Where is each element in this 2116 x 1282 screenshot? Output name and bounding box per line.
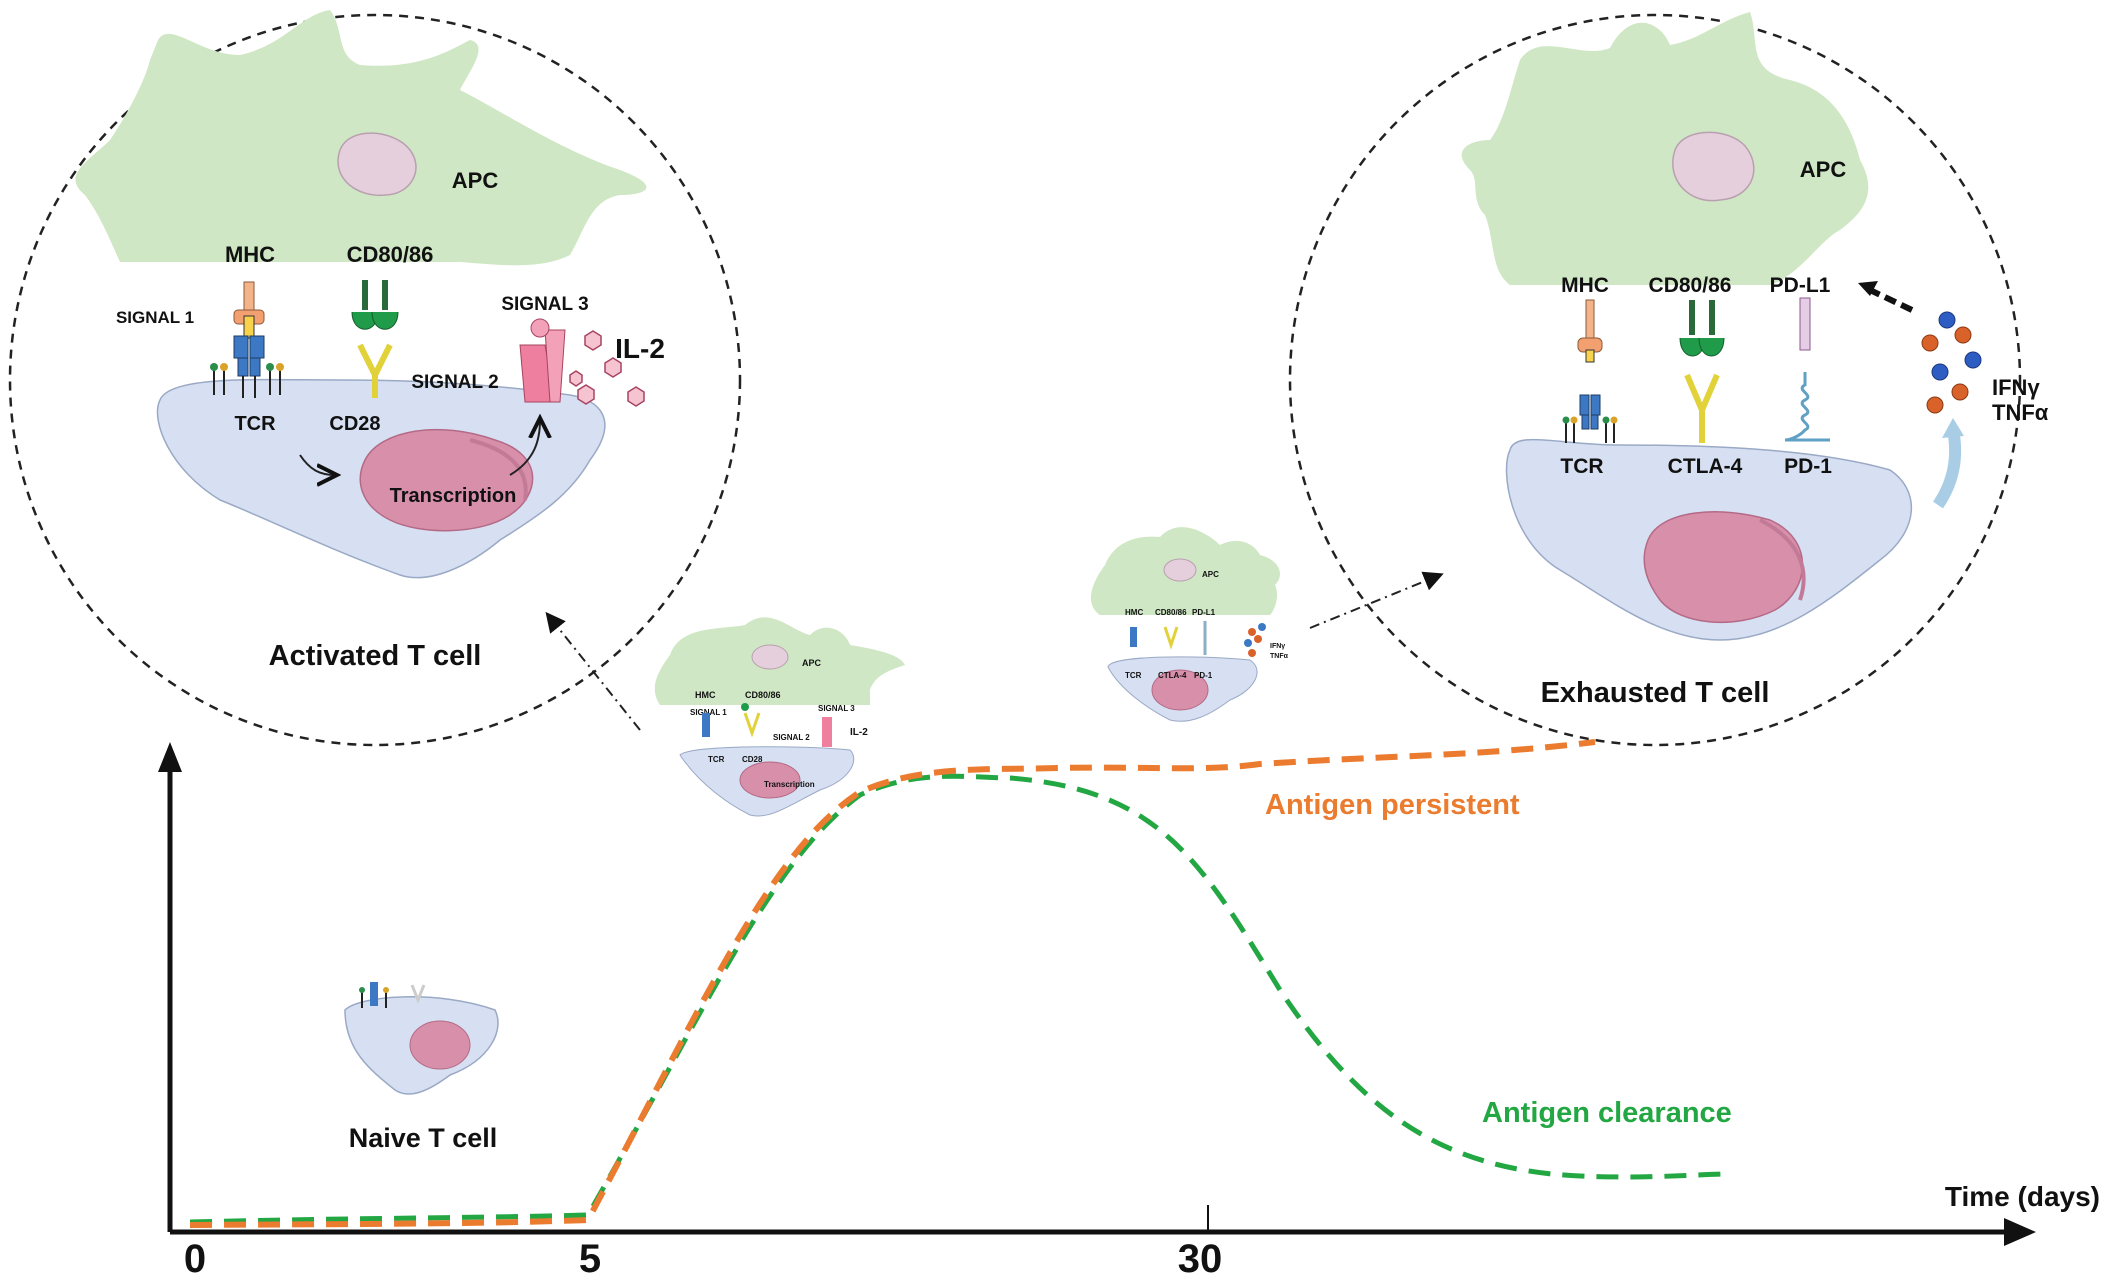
- exhausted-secretion-arrowhead: [1942, 418, 1964, 438]
- exhausted-pdl1-pd1-complex: [1784, 297, 1830, 442]
- exhausted-mhc-tcr-complex: [1562, 299, 1618, 443]
- activated-apc-nucleus: [337, 132, 417, 197]
- mini-exhausted-tnfa-label: TNFα: [1270, 653, 1289, 660]
- activated-mhc-tcr-complex: [210, 281, 284, 398]
- exhausted-mhc-label: MHC: [1561, 274, 1609, 297]
- mini-exhausted-pd1-label: PD-1: [1194, 671, 1213, 680]
- activated-signal-arrow-out: [509, 420, 540, 476]
- activated-cd80-label: CD80/86: [347, 242, 434, 267]
- exhausted-secretion-arrow: [1932, 428, 1962, 509]
- curves: Antigen persistent Antigen clearance: [189, 739, 1732, 1228]
- mini-exhausted-ctla4-label: CTLA-4: [1158, 671, 1187, 680]
- activated-il2-molecules: [569, 330, 645, 407]
- activated-apc-label: APC: [452, 168, 499, 193]
- activated-cd80-cd28-complex: [351, 280, 399, 398]
- exhausted-inhibition-arrow: [1868, 287, 1914, 313]
- arrow-to-exhausted-panel: [1309, 571, 1444, 629]
- exhausted-circle-border: [1288, 13, 2022, 747]
- antigen-persistent-label: Antigen persistent: [1265, 789, 1520, 821]
- exhausted-inhibition-arrowhead: [1858, 281, 1878, 296]
- antigen-persistent-curve: [189, 739, 1596, 1228]
- mini-activated-nucleus: [739, 761, 801, 799]
- exhausted-nucleus: [1643, 511, 1804, 624]
- activated-tcr-label: TCR: [234, 413, 276, 435]
- exhausted-pd1-label: PD-1: [1784, 455, 1832, 478]
- mini-exhausted-cell: APC HMC CD80/86 PD-L1 TCR CTLA-4 PD-1 IF…: [1090, 527, 1289, 722]
- activated-signal2-label: SIGNAL 2: [411, 372, 498, 393]
- activated-mhc-label: MHC: [225, 242, 275, 267]
- y-axis-arrowhead: [158, 742, 182, 772]
- activated-transcription-label: Transcription: [390, 485, 517, 507]
- exhausted-tnfa-label: TNFα: [1992, 400, 2049, 425]
- exhausted-apc-membrane: [1461, 12, 1869, 285]
- mini-exhausted-pdl1-label: PD-L1: [1192, 608, 1216, 617]
- x-axis-arrowhead: [2004, 1218, 2036, 1246]
- mini-activated-signal2-label: SIGNAL 2: [773, 733, 810, 742]
- mini-exhausted-hmc-label: HMC: [1125, 608, 1143, 617]
- exhausted-ctla4-label: CTLA-4: [1668, 455, 1743, 478]
- exhausted-nucleus-fold: [1759, 518, 1806, 601]
- mini-exhausted-apc-label: APC: [1202, 570, 1219, 579]
- activated-signal1-label: SIGNAL 1: [116, 308, 194, 327]
- exhausted-apc-nucleus: [1672, 131, 1755, 202]
- exhausted-cd80-ctla4-complex: [1679, 300, 1725, 443]
- naive-cd28: [410, 984, 426, 1005]
- mini-exhausted-cytokines: [1244, 623, 1266, 657]
- mini-activated-cd80: [741, 703, 749, 711]
- naive-tcr: [370, 982, 378, 1006]
- exhausted-cd80-label: CD80/86: [1649, 274, 1732, 297]
- mini-activated-hmc-label: HMC: [695, 690, 716, 700]
- activated-il2-label: IL-2: [615, 333, 665, 364]
- mini-activated-cd28-label: CD28: [742, 755, 763, 764]
- exhausted-ifng-label: IFNγ: [1992, 375, 2040, 400]
- mini-activated-signal3-label: SIGNAL 3: [818, 704, 855, 713]
- mini-activated-apc-nucleus: [751, 644, 789, 670]
- mini-activated-cd28: [743, 712, 761, 738]
- mini-activated-receptor: [822, 717, 832, 747]
- exhausted-tcr-label: TCR: [1560, 455, 1603, 478]
- mini-exhausted-tcr-label: TCR: [1125, 671, 1142, 680]
- x-axis-title: Time (days): [1945, 1181, 2100, 1212]
- activated-nucleus-fold: [469, 438, 528, 501]
- mini-activated-il2-label: IL-2: [850, 727, 868, 738]
- mini-activated-tcr-label: TCR: [708, 755, 725, 764]
- mini-exhausted-ctla4: [1163, 626, 1179, 650]
- mini-exhausted-cd80-label: CD80/86: [1155, 608, 1187, 617]
- activated-circle-border: [8, 13, 742, 747]
- mini-activated-signal1-label: SIGNAL 1: [690, 708, 727, 717]
- mini-activated-transcription-label: Transcription: [764, 780, 815, 789]
- mini-exhausted-nucleus: [1151, 669, 1209, 711]
- activated-signal-arrow-to-nucleus: [299, 454, 335, 475]
- x-tick-0: 0: [184, 1237, 206, 1277]
- mini-exhausted-tcr: [1130, 627, 1137, 647]
- naive-t-cell: Naive T cell: [344, 982, 499, 1153]
- activated-cd28-label: CD28: [329, 413, 380, 435]
- exhausted-title: Exhausted T cell: [1541, 677, 1770, 709]
- activated-title: Activated T cell: [269, 640, 482, 672]
- mini-exhausted-apc-nucleus: [1163, 558, 1197, 582]
- antigen-clearance-label: Antigen clearance: [1482, 1097, 1732, 1129]
- activated-signal3-label: SIGNAL 3: [501, 294, 588, 315]
- activated-t-cell-panel: APC Transcription TCR CD28 MHC CD80/86 S…: [8, 10, 742, 747]
- mini-activated-cell: APC HMC CD80/86 SIGNAL 1 SIGNAL 2 SIGNAL…: [654, 617, 905, 817]
- naive-title: Naive T cell: [349, 1123, 498, 1153]
- mini-activated-apc-label: APC: [802, 658, 822, 668]
- axes: Time (days) 0 5 30: [158, 742, 2100, 1281]
- mini-activated-tcr: [702, 713, 710, 737]
- antigen-clearance-curve: [189, 773, 1731, 1225]
- exhausted-pdl1-label: PD-L1: [1770, 274, 1831, 297]
- activated-nucleus: [359, 428, 534, 532]
- mini-exhausted-ifng-label: IFNγ: [1270, 643, 1285, 650]
- x-tick-5: 5: [579, 1237, 601, 1277]
- arrow-to-activated-panel: [545, 611, 641, 731]
- mini-activated-cd80-label: CD80/86: [745, 690, 781, 700]
- x-tick-30: 30: [1178, 1237, 1223, 1277]
- exhausted-cytokines: [1921, 311, 1982, 414]
- exhausted-apc-label: APC: [1800, 157, 1847, 182]
- activated-il2-receptor: [519, 318, 566, 403]
- naive-nucleus: [409, 1020, 471, 1070]
- exhausted-t-cell-panel: APC MHC CD80/86 PD-L1 TCR CTLA-4 PD-1: [1288, 12, 2049, 747]
